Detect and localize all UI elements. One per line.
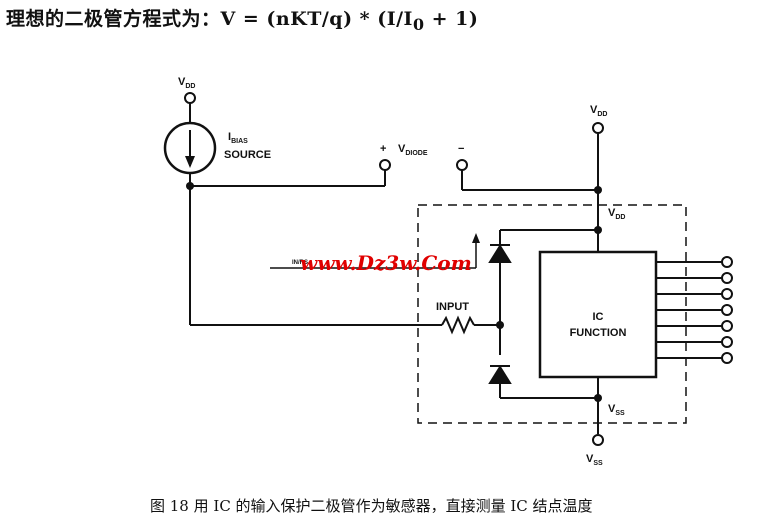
equation-tail: + 1) [424,8,479,30]
vss-label-bottom: VSS [586,453,603,467]
equation-text: 理想的二极管方程式为：V = (nKT/q) * (I/I [6,8,413,30]
vdd-terminal-right [592,122,604,134]
source-label: SOURCE [224,149,271,161]
junction-dots [186,182,602,402]
vdiode-plus-label: + [380,143,386,155]
ic-package-outline [417,204,687,424]
input-resistor [441,315,475,335]
ibias-label: IBIAS [228,131,248,145]
figure-caption: 图 18 用 IC 的输入保护二极管作为敏感器，直接测量 IC 结点温度 [150,497,593,515]
vss-label-inner: VSS [608,403,625,417]
up-arrow-icon [472,233,480,243]
vdd-label-left: VDD [178,76,195,90]
ic-label-line1: IC [593,311,604,323]
output-pins [721,256,733,364]
diode-equation: 理想的二极管方程式为：V = (nKT/q) * (I/I0 + 1) [6,4,478,34]
vdd-label-inner: VDD [608,207,625,221]
input-label: INPUT [436,301,469,313]
input-small-label: IN/RS [292,260,308,266]
vdd-terminal-left [184,92,196,104]
equation-subscript: 0 [412,14,425,34]
vdiode-plus-terminal [379,159,391,171]
vdiode-minus-terminal [456,159,468,171]
vdiode-label: VDIODE [398,143,428,157]
watermark-text: www.Dz3w.Com [300,251,472,275]
ic-label-line2: FUNCTION [570,327,627,339]
vdiode-minus-label: − [458,143,464,155]
current-arrow-icon [185,156,195,168]
vss-terminal [592,434,604,446]
vdd-label-right: VDD [590,104,607,118]
